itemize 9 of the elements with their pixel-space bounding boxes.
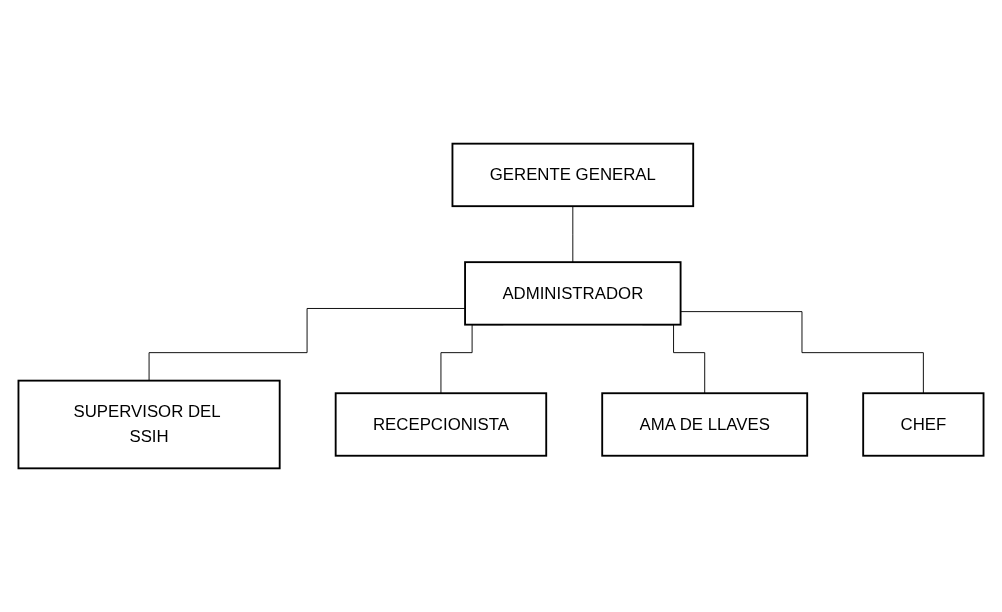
node-box: ADMINISTRADOR — [464, 261, 682, 326]
node-box: CHEF — [862, 392, 985, 457]
node-box: AMA DE LLAVES — [601, 392, 809, 457]
node-box: SUPERVISOR DEL SSIH — [17, 379, 281, 470]
node-box: RECEPCIONISTA — [334, 392, 548, 457]
connector — [148, 308, 466, 382]
connector — [572, 205, 574, 263]
node-box: GERENTE GENERAL — [451, 142, 695, 208]
connector — [680, 311, 924, 394]
